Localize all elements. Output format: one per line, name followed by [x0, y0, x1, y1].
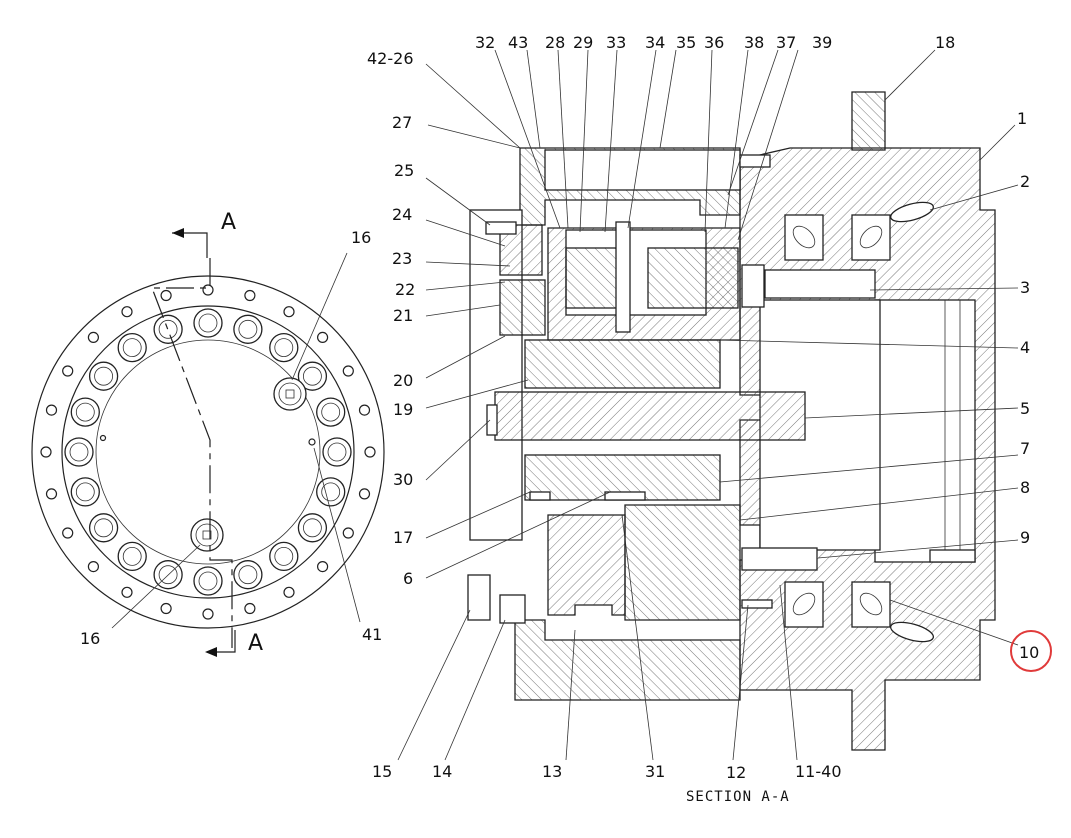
callout-6: 6	[403, 569, 413, 588]
bolt-head	[297, 361, 328, 391]
callout-5: 5	[1020, 399, 1030, 418]
callout-4: 4	[1020, 338, 1030, 357]
bolt-head	[269, 332, 299, 363]
callout-31: 31	[645, 762, 665, 781]
callout-12: 12	[726, 763, 746, 782]
callout-10: 10	[1019, 643, 1039, 662]
callout-30: 30	[393, 470, 413, 489]
bolt-head	[153, 314, 183, 344]
bolt-hole	[121, 586, 133, 598]
section-mark-top: A	[221, 210, 236, 235]
bolt-head	[233, 314, 263, 344]
callout-25: 25	[394, 161, 414, 180]
bolt-head	[233, 560, 263, 590]
outer-bolt-holes	[40, 284, 376, 620]
bolt-head	[316, 477, 346, 507]
bolt-hole	[160, 602, 172, 615]
section-caption: SECTION A-A	[686, 789, 790, 805]
bolt-hole	[358, 488, 371, 500]
callout-13: 13	[542, 762, 562, 781]
bolt-head	[70, 397, 100, 427]
callout-2: 2	[1020, 172, 1030, 191]
bolt-head	[193, 308, 223, 338]
bolt-hole	[244, 289, 256, 302]
bolt-hole	[62, 365, 74, 377]
bolt-hole	[364, 446, 376, 458]
bolt-hole	[202, 284, 214, 296]
callout-16-top: 16	[351, 228, 371, 247]
callout-32: 32	[475, 33, 495, 52]
bolt-head	[117, 541, 147, 572]
callout-34: 34	[645, 33, 665, 52]
bolt-head	[297, 513, 328, 543]
bolt-hole	[342, 365, 354, 377]
bolt-head	[193, 566, 223, 596]
callout-17: 17	[393, 528, 413, 547]
bolt-hole	[121, 306, 133, 318]
section-mark-bottom: A	[248, 631, 263, 656]
bolt-head	[64, 437, 94, 467]
bolt-hole	[283, 586, 295, 598]
bolt-hole	[317, 560, 329, 573]
callout-20: 20	[393, 371, 413, 390]
callout-8: 8	[1020, 478, 1030, 497]
section-view	[467, 91, 996, 751]
callout-19: 19	[393, 400, 413, 419]
callout-24: 24	[392, 205, 412, 224]
bolt-hole	[45, 404, 58, 416]
bolt-hole	[342, 527, 354, 539]
callout-39: 39	[812, 33, 832, 52]
bolt-head	[88, 513, 119, 543]
callout-1: 1	[1017, 109, 1027, 128]
callout-41: 41	[362, 625, 382, 644]
callout-9: 9	[1020, 528, 1030, 547]
leader-lines	[397, 49, 1019, 761]
highlight-circle	[1010, 630, 1052, 672]
callout-38: 38	[744, 33, 764, 52]
bolt-hole	[87, 560, 100, 573]
callout-11-40: 11-40	[795, 762, 842, 781]
bolt-hole	[358, 404, 371, 416]
bolt-head	[316, 397, 346, 427]
callout-23: 23	[392, 249, 412, 268]
inner-bolts	[64, 308, 352, 596]
callout-29: 29	[573, 33, 593, 52]
callout-37: 37	[776, 33, 796, 52]
bolt-hole	[87, 331, 100, 343]
callout-3: 3	[1020, 278, 1030, 297]
callout-7: 7	[1020, 439, 1030, 458]
bolt-hole	[317, 331, 329, 343]
callout-35: 35	[676, 33, 696, 52]
callout-16-bottom: 16	[80, 629, 100, 648]
bolt-hole	[40, 446, 52, 458]
bolt-hole	[45, 488, 58, 500]
callout-28: 28	[545, 33, 565, 52]
bolt-hole	[62, 527, 74, 539]
bolt-head	[322, 437, 352, 467]
callouts: 42-26 32 43 28 29 33 34 35 36 38 37 39 1…	[367, 33, 1052, 805]
callout-42-26: 42-26	[367, 49, 414, 68]
callout-18: 18	[935, 33, 955, 52]
callout-33: 33	[606, 33, 626, 52]
callout-15: 15	[372, 762, 392, 781]
callout-27: 27	[392, 113, 412, 132]
bolt-head	[117, 332, 147, 363]
bolt-head	[70, 477, 100, 507]
bolt-head	[269, 541, 299, 572]
bolt-hole	[283, 306, 295, 318]
callout-14: 14	[432, 762, 452, 781]
bolt-head	[88, 361, 119, 391]
face-view: A A 16 16 41	[31, 210, 385, 657]
bolt-hole	[202, 608, 214, 620]
callout-43: 43	[508, 33, 528, 52]
bolt-hole	[160, 289, 172, 302]
callout-22: 22	[395, 280, 415, 299]
callout-21: 21	[393, 306, 413, 325]
callout-36: 36	[704, 33, 724, 52]
bolt-hole	[244, 602, 256, 615]
